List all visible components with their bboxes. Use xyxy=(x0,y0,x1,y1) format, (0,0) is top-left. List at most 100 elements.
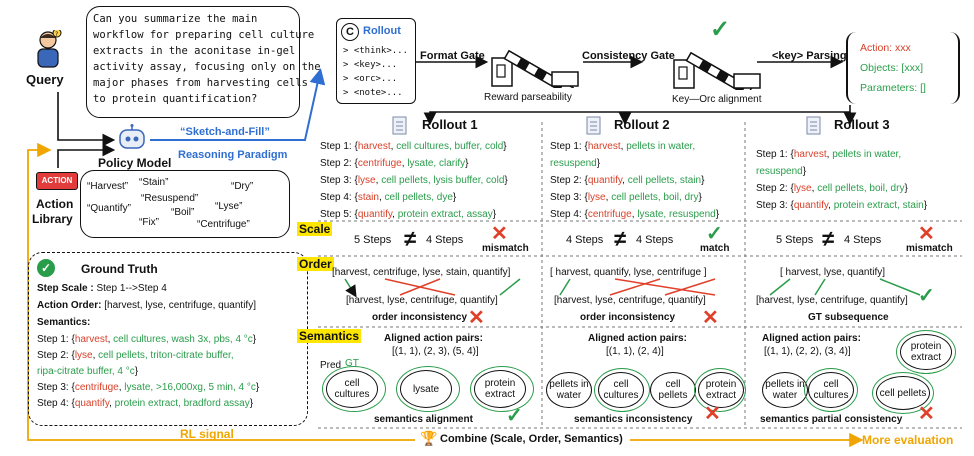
not-equal-icon: ≠ xyxy=(404,226,417,251)
step-line: Step 3: {lyse, cell pellets, lysis buffe… xyxy=(320,175,508,186)
order-section-label: Order xyxy=(297,257,334,271)
parsed-objects: Objects: [xxx] xyxy=(860,62,924,74)
ellipse-gt xyxy=(804,368,858,412)
barrier-gate-icon xyxy=(490,28,582,97)
sem-verdict: semantics partial consistency xyxy=(760,414,903,425)
gt-step: Step 4: {quantify, protein extract, brad… xyxy=(37,398,254,409)
step-line: resuspend} xyxy=(550,158,601,169)
ellipse-gt xyxy=(322,366,386,412)
gt-scale-value: Step 1-->Step 4 xyxy=(96,283,167,294)
query-bubble: Can you summarize the main workflow for … xyxy=(86,6,321,118)
order-pred: [ harvest, quantify, lyse, centrifuge ] xyxy=(550,267,707,278)
key-orc-label: Key—Orc alignment xyxy=(672,94,762,105)
query-label: Query xyxy=(26,72,64,87)
action-word: “Harvest” xyxy=(87,181,129,192)
step-line: Step 4: {centrifuge, lysate, resuspend} xyxy=(550,209,720,220)
scale-left: 5 Steps xyxy=(354,234,392,246)
c-icon: C xyxy=(341,23,359,41)
not-equal-icon: ≠ xyxy=(614,226,627,251)
rollout-tag: > <note>... xyxy=(343,88,403,98)
ellipse-gt xyxy=(470,366,534,412)
more-evaluation-label: More evaluation xyxy=(862,433,954,447)
step-line: Step 1: {harvest, pellets in water, xyxy=(756,149,902,160)
ellipse-pred: cell pellets xyxy=(650,372,696,408)
step-line: Step 2: {lyse, cell pellets, boil, dry} xyxy=(756,183,908,194)
cross-icon: ✕ xyxy=(491,223,508,245)
ellipse-gt xyxy=(872,372,934,414)
step-line: Step 4: {stain, cell pellets, dye} xyxy=(320,192,457,203)
ground-truth-title: Ground Truth xyxy=(81,262,158,276)
order-gt: [harvest, lyse, centrifuge, quantify] xyxy=(554,295,706,306)
reward-parseability-label: Reward parseability xyxy=(484,92,572,103)
order-pred: [ harvest, lyse, quantify] xyxy=(780,267,886,278)
parsed-action: Action: xxx xyxy=(860,42,911,54)
query-line: Can you summarize the main xyxy=(93,13,258,25)
user-avatar-icon: ? xyxy=(34,28,62,70)
aligned-title: Aligned action pairs: xyxy=(762,333,861,344)
action-word: “Fix” xyxy=(139,217,159,228)
checkmark-icon: ✓ xyxy=(706,223,723,245)
rollout-2-title: Rollout 2 xyxy=(614,117,670,132)
scale-verdict: mismatch xyxy=(482,243,529,254)
aligned-pairs: [(1, 1), (2, 4)] xyxy=(606,346,664,357)
action-word: “Resuspend” xyxy=(141,193,199,204)
consistency-gate-label: Consistency Gate xyxy=(582,50,675,62)
order-verdict: GT subsequence xyxy=(808,312,889,323)
trophy-icon: 🏆 xyxy=(420,430,438,446)
action-word: “Centrifuge” xyxy=(197,219,250,230)
step-line: Step 2: {quantify, cell pellets, stain} xyxy=(550,175,705,186)
rollout-2-steps: Step 1: {harvest, pellets in water, resu… xyxy=(550,138,719,223)
paradigm-line1: “Sketch-and-Fill” xyxy=(180,126,270,138)
aligned-title: Aligned action pairs: xyxy=(588,333,687,344)
query-line: workflow for preparing cell culture xyxy=(93,29,315,41)
parsed-parameters: Parameters: [] xyxy=(860,82,926,94)
key-parsing-label: <key> Parsing xyxy=(772,50,847,62)
checkmark-icon: ✓ xyxy=(506,405,523,427)
ellipse-pred: pellets in water xyxy=(546,372,592,408)
scale-right: 4 Steps xyxy=(636,234,674,246)
rollout-tag: > <key>... xyxy=(343,60,398,70)
scale-right: 4 Steps xyxy=(844,234,882,246)
checkmark-icon: ✓ xyxy=(918,285,935,307)
legend-gt: GT xyxy=(345,358,359,369)
action-word: “Lyse” xyxy=(215,201,243,212)
query-line: activity assay, focusing only on the xyxy=(93,61,321,73)
step-line: Step 1: {harvest, cell cultures, buffer,… xyxy=(320,141,507,152)
gt-scale-label: Step Scale : xyxy=(37,283,94,294)
cross-icon: ✕ xyxy=(468,307,485,329)
rl-signal-label: RL signal xyxy=(180,427,234,441)
action-library-label-2: Library xyxy=(32,212,73,226)
semantics-section-label: Semantics xyxy=(297,329,362,343)
gt-step: Step 1: {harvest, cell cultures, wash 3x… xyxy=(37,334,257,345)
gt-order-value: [harvest, lyse, centrifuge, quantify] xyxy=(104,300,256,311)
rollout-3-title: Rollout 3 xyxy=(834,117,890,132)
query-line: extracts in the aconitase in-gel xyxy=(93,45,296,57)
ground-truth-box: ✓ Ground Truth Step Scale : Step 1-->Ste… xyxy=(28,252,308,426)
scale-verdict: mismatch xyxy=(906,243,953,254)
step-line: Step 1: {harvest, pellets in water, xyxy=(550,141,696,152)
order-gt: [harvest, lyse, centrifuge, quantify] xyxy=(346,295,498,306)
step-line: Step 2: {centrifuge, lysate, clarify} xyxy=(320,158,469,169)
scale-left: 5 Steps xyxy=(776,234,814,246)
action-word: “Dry” xyxy=(231,181,254,192)
action-library-bubble: “Harvest” “Stain” “Dry” “Resuspend” “Qua… xyxy=(80,170,290,238)
action-library-label-1: Action xyxy=(36,197,74,211)
gt-step: ripa-citrate buffer, 4 °c} xyxy=(37,366,139,377)
step-line: Step 3: {quantify, protein extract, stai… xyxy=(756,200,928,211)
ellipse-pred: pellets in water xyxy=(762,372,808,408)
scale-verdict: match xyxy=(700,243,730,254)
rollout-1-title: Rollout 1 xyxy=(422,117,478,132)
order-verdict: order inconsistency xyxy=(580,312,676,323)
cross-icon: ✕ xyxy=(918,403,935,425)
aligned-pairs: [(1, 1), (2, 2), (3, 4)] xyxy=(764,346,851,357)
sem-verdict: semantics inconsistency xyxy=(574,414,693,425)
gt-order-label: Action Order: xyxy=(37,300,102,311)
step-line: Step 3: {lyse, cell pellets, boil, dry} xyxy=(550,192,702,203)
cross-icon: ✕ xyxy=(702,307,719,329)
action-word: “Boil” xyxy=(171,207,195,218)
rollout-scroll: C Rollout > <think>... > <key>... > <orc… xyxy=(336,18,416,104)
action-badge: ACTION xyxy=(36,172,78,190)
order-pred: [harvest, centrifuge, lyse, stain, quant… xyxy=(332,267,511,278)
cross-icon: ✕ xyxy=(918,223,935,245)
robot-icon xyxy=(114,124,150,154)
